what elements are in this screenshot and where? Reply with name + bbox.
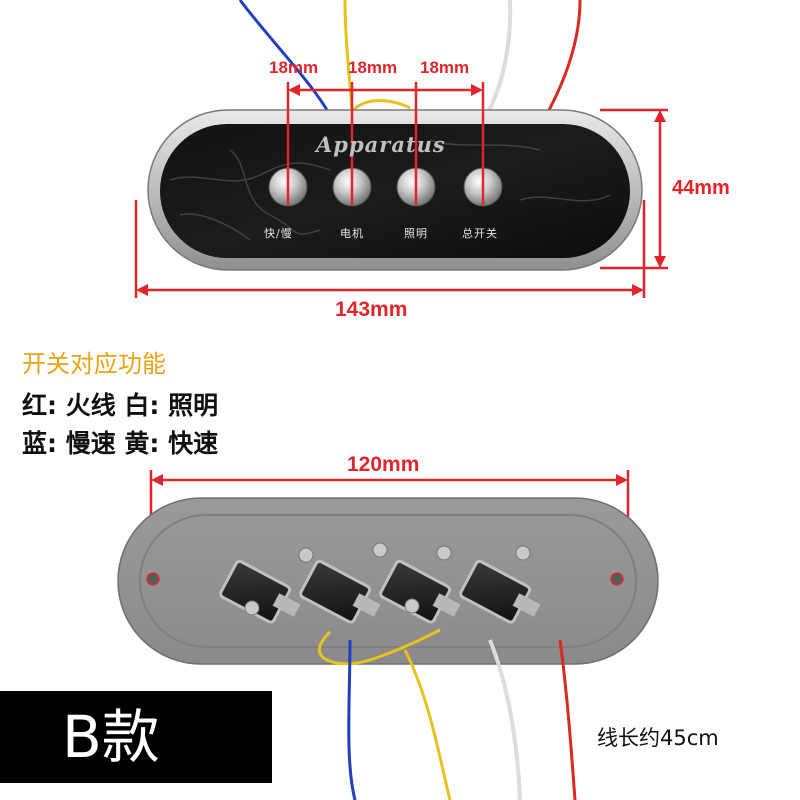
back-width-label: 120mm [347,453,420,476]
face-texture [169,139,611,241]
back-wires [317,628,577,800]
label-fast-slow: 快/慢 [264,227,293,240]
height-label: 44mm [672,177,730,199]
legend-title: 开关对应功能 [22,350,166,378]
spacing-label-1: 18mm [269,58,319,77]
back-inner-recess [139,514,637,648]
mount-hole-right [610,572,624,586]
label-motor: 电机 [340,227,364,240]
model-badge: B款 [0,691,272,783]
dimension-lines [134,82,668,298]
spacing-label-2: 18mm [348,58,398,77]
legend-line-2: 蓝: 慢速 黄: 快速 [22,429,219,458]
back-panel-drawing [117,470,659,800]
top-wires [238,0,582,116]
wire-length-label: 线长约45cm [597,726,719,750]
label-main: 总开关 [462,227,498,240]
back-switches [219,542,541,624]
mount-hole-left [146,572,160,586]
front-panel-drawing [134,0,668,298]
front-face [160,124,630,258]
label-light: 照明 [404,227,428,240]
spacing-label-3: 18mm [420,58,470,77]
brand-logo: Apparatus [316,132,446,157]
width-label: 143mm [335,298,408,321]
legend-line-1: 红: 火线 白: 照明 [22,391,219,420]
